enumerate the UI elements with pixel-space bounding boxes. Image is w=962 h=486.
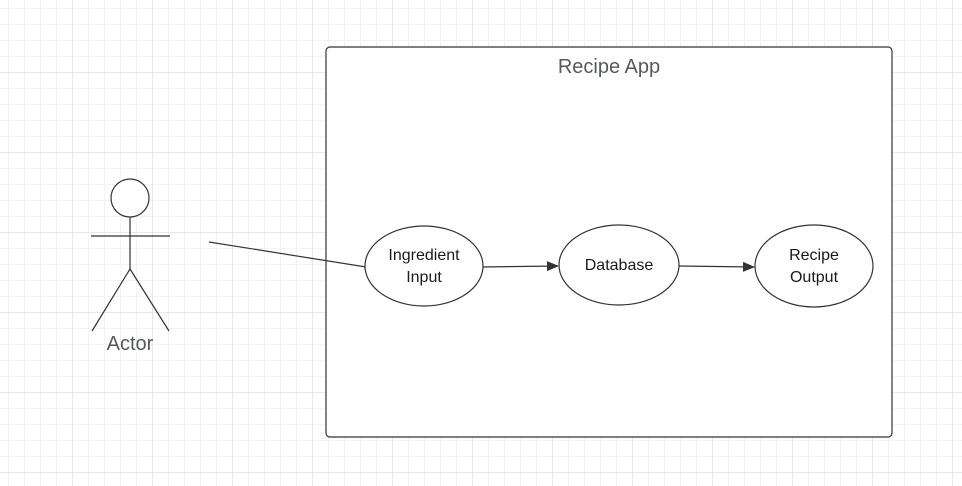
actor-label: Actor	[107, 333, 154, 355]
actor-association-line[interactable]	[208, 241, 367, 268]
arrow-ingredient-to-database[interactable]	[481, 261, 559, 272]
use-case-label-line1: Database	[585, 257, 654, 274]
use-case-label-line1: Recipe	[789, 247, 839, 264]
arrow-database-to-recipe[interactable]	[677, 261, 755, 272]
system-title: Recipe App	[558, 56, 660, 78]
use-case-database[interactable]: Database	[558, 224, 680, 306]
use-case-ellipse[interactable]	[558, 224, 680, 306]
actor-left-leg	[91, 268, 131, 332]
actor-right-leg	[129, 268, 170, 332]
use-case-ellipse[interactable]	[364, 225, 484, 307]
use-case-label-line1: Ingredient	[388, 247, 460, 264]
actor[interactable]: Actor	[91, 178, 170, 355]
use-case-recipe-output[interactable]: Recipe Output	[754, 224, 874, 308]
use-case-label-line2: Output	[790, 269, 839, 286]
use-case-ellipse[interactable]	[754, 224, 874, 308]
use-case-ingredient-input[interactable]: Ingredient Input	[364, 225, 484, 307]
use-case-label-line2: Input	[406, 269, 442, 286]
actor-head	[110, 178, 150, 218]
